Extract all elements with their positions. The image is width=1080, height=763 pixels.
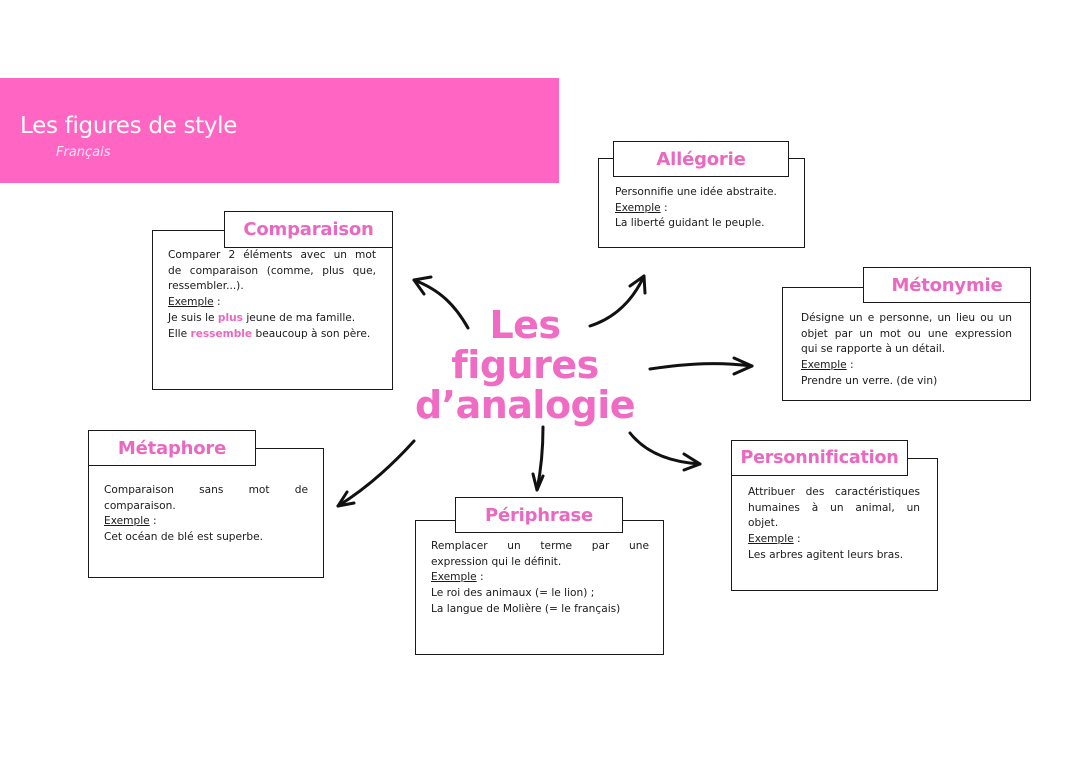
example-line: Prendre un verre. (de vin) xyxy=(801,374,938,387)
definition-line: objet. xyxy=(748,517,779,530)
card-personnification-title: Personnification xyxy=(731,440,908,476)
definition-line: Personnifie une idée abstraite. xyxy=(615,186,777,198)
example-label-text: Exemple xyxy=(748,533,794,546)
definition-line: Attribuer des caractéristiques xyxy=(748,486,920,498)
example-line: Le roi des animaux (= le lion) ; xyxy=(431,587,595,600)
example-label: Exemple : xyxy=(748,533,801,546)
example-line: Je suis le plus jeune de ma famille. xyxy=(168,311,376,327)
definition-line: Comparaison sans mot de xyxy=(104,484,308,496)
arrow-to-personnification-icon xyxy=(628,431,702,472)
example-line: Les arbres agitent leurs bras. xyxy=(748,548,904,561)
definition-line: Comparer 2 éléments avec un mot xyxy=(168,249,376,261)
page-subtitle: Français xyxy=(56,145,111,160)
example-label-text: Exemple xyxy=(431,571,477,584)
example-text: beaucoup à son père. xyxy=(252,327,371,340)
central-topic-line-3: d’analogie xyxy=(414,383,636,427)
card-comparaison-body: Comparer 2 éléments avec un mot de compa… xyxy=(168,248,376,342)
example-label-text: Exemple xyxy=(168,296,214,309)
example-label: Exemple : xyxy=(104,515,157,528)
highlight-word: ressemble xyxy=(190,327,253,340)
definition-line: de comparaison (comme, plus que, xyxy=(168,264,376,277)
arrow-to-metonymie-icon xyxy=(648,356,754,376)
example-text: Je suis le xyxy=(168,311,218,324)
definition-line: Remplacer un terme par une xyxy=(431,540,649,552)
definition-line: objet par un mot ou une expression xyxy=(801,327,1012,340)
example-label: Exemple : xyxy=(168,296,221,309)
card-comparaison-title: Comparaison xyxy=(224,211,393,248)
page-title: Les figures de style xyxy=(20,113,238,139)
card-allegorie-title: Allégorie xyxy=(613,141,789,177)
example-text: jeune de ma famille. xyxy=(242,311,356,324)
example-label: Exemple : xyxy=(801,359,854,372)
card-allegorie-body: Personnifie une idée abstraite. Exemple … xyxy=(615,185,795,232)
central-topic: Les figures d’analogie xyxy=(400,305,650,425)
card-metaphore-frame xyxy=(88,448,324,578)
card-metonymie-title: Métonymie xyxy=(863,267,1031,303)
example-label-text: Exemple xyxy=(801,359,847,372)
central-topic-line-1: Les xyxy=(489,303,561,347)
arrow-to-periphrase-icon xyxy=(531,425,545,492)
example-label-text: Exemple xyxy=(615,201,661,214)
card-comparaison-frame xyxy=(152,230,393,390)
example-line: Elle ressemble beaucoup à son père. xyxy=(168,327,376,343)
card-metonymie-body: Désigne un e personne, un lieu ou un obj… xyxy=(801,311,1012,390)
definition-line: comparaison. xyxy=(104,499,176,512)
card-metaphore-title: Métaphore xyxy=(88,430,256,466)
definition-line: ressembler...). xyxy=(168,280,244,293)
arrow-to-metaphore-icon xyxy=(336,439,416,508)
example-line: La liberté guidant le peuple. xyxy=(615,217,765,230)
highlight-word: plus xyxy=(217,311,243,324)
definition-line: Désigne un e personne, un lieu ou un xyxy=(801,312,1012,324)
card-personnification-body: Attribuer des caractéristiques humaines … xyxy=(748,485,920,564)
definition-line: qui se rapporte à un détail. xyxy=(801,343,946,356)
card-periphrase-body: Remplacer un terme par une expression qu… xyxy=(431,539,649,618)
example-text: Elle xyxy=(168,327,191,340)
example-line: La langue de Molière (= le français) xyxy=(431,602,621,615)
example-label: Exemple : xyxy=(431,571,484,584)
example-label-text: Exemple xyxy=(104,515,150,528)
example-label: Exemple : xyxy=(615,201,668,214)
definition-line: humaines à un animal, un xyxy=(748,501,920,514)
definition-line: expression qui le définit. xyxy=(431,555,562,568)
card-metaphore-body: Comparaison sans mot de comparaison. Exe… xyxy=(104,483,308,546)
example-line: Cet océan de blé est superbe. xyxy=(104,531,263,544)
header-banner: Les figures de style Français xyxy=(0,78,559,183)
central-topic-line-2: figures xyxy=(451,343,599,387)
card-periphrase-title: Périphrase xyxy=(455,497,623,533)
